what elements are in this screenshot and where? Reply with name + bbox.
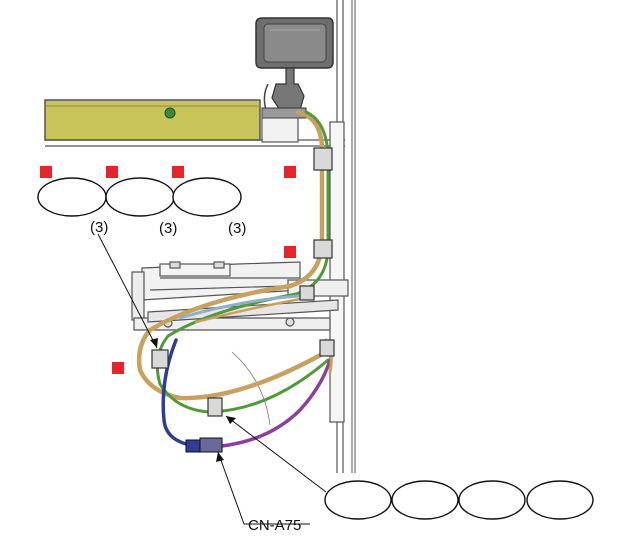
marker-square-icon (40, 166, 296, 374)
connector-label: CN-A75 (248, 517, 301, 534)
lamp-icon (255, 17, 334, 119)
clamp-icon (151, 147, 335, 417)
leader-arrowheads (150, 338, 236, 462)
callout-ovals-bottom (324, 480, 594, 520)
olive-panel (44, 99, 261, 141)
leader-lines (97, 233, 327, 525)
control-box (131, 261, 349, 331)
connector-icon (185, 437, 223, 453)
quantity-label-1: (3) (90, 219, 108, 236)
quantity-label-2: (3) (159, 220, 177, 237)
callout-ovals-top (37, 177, 242, 217)
quantity-label-3: (3) (228, 220, 246, 237)
